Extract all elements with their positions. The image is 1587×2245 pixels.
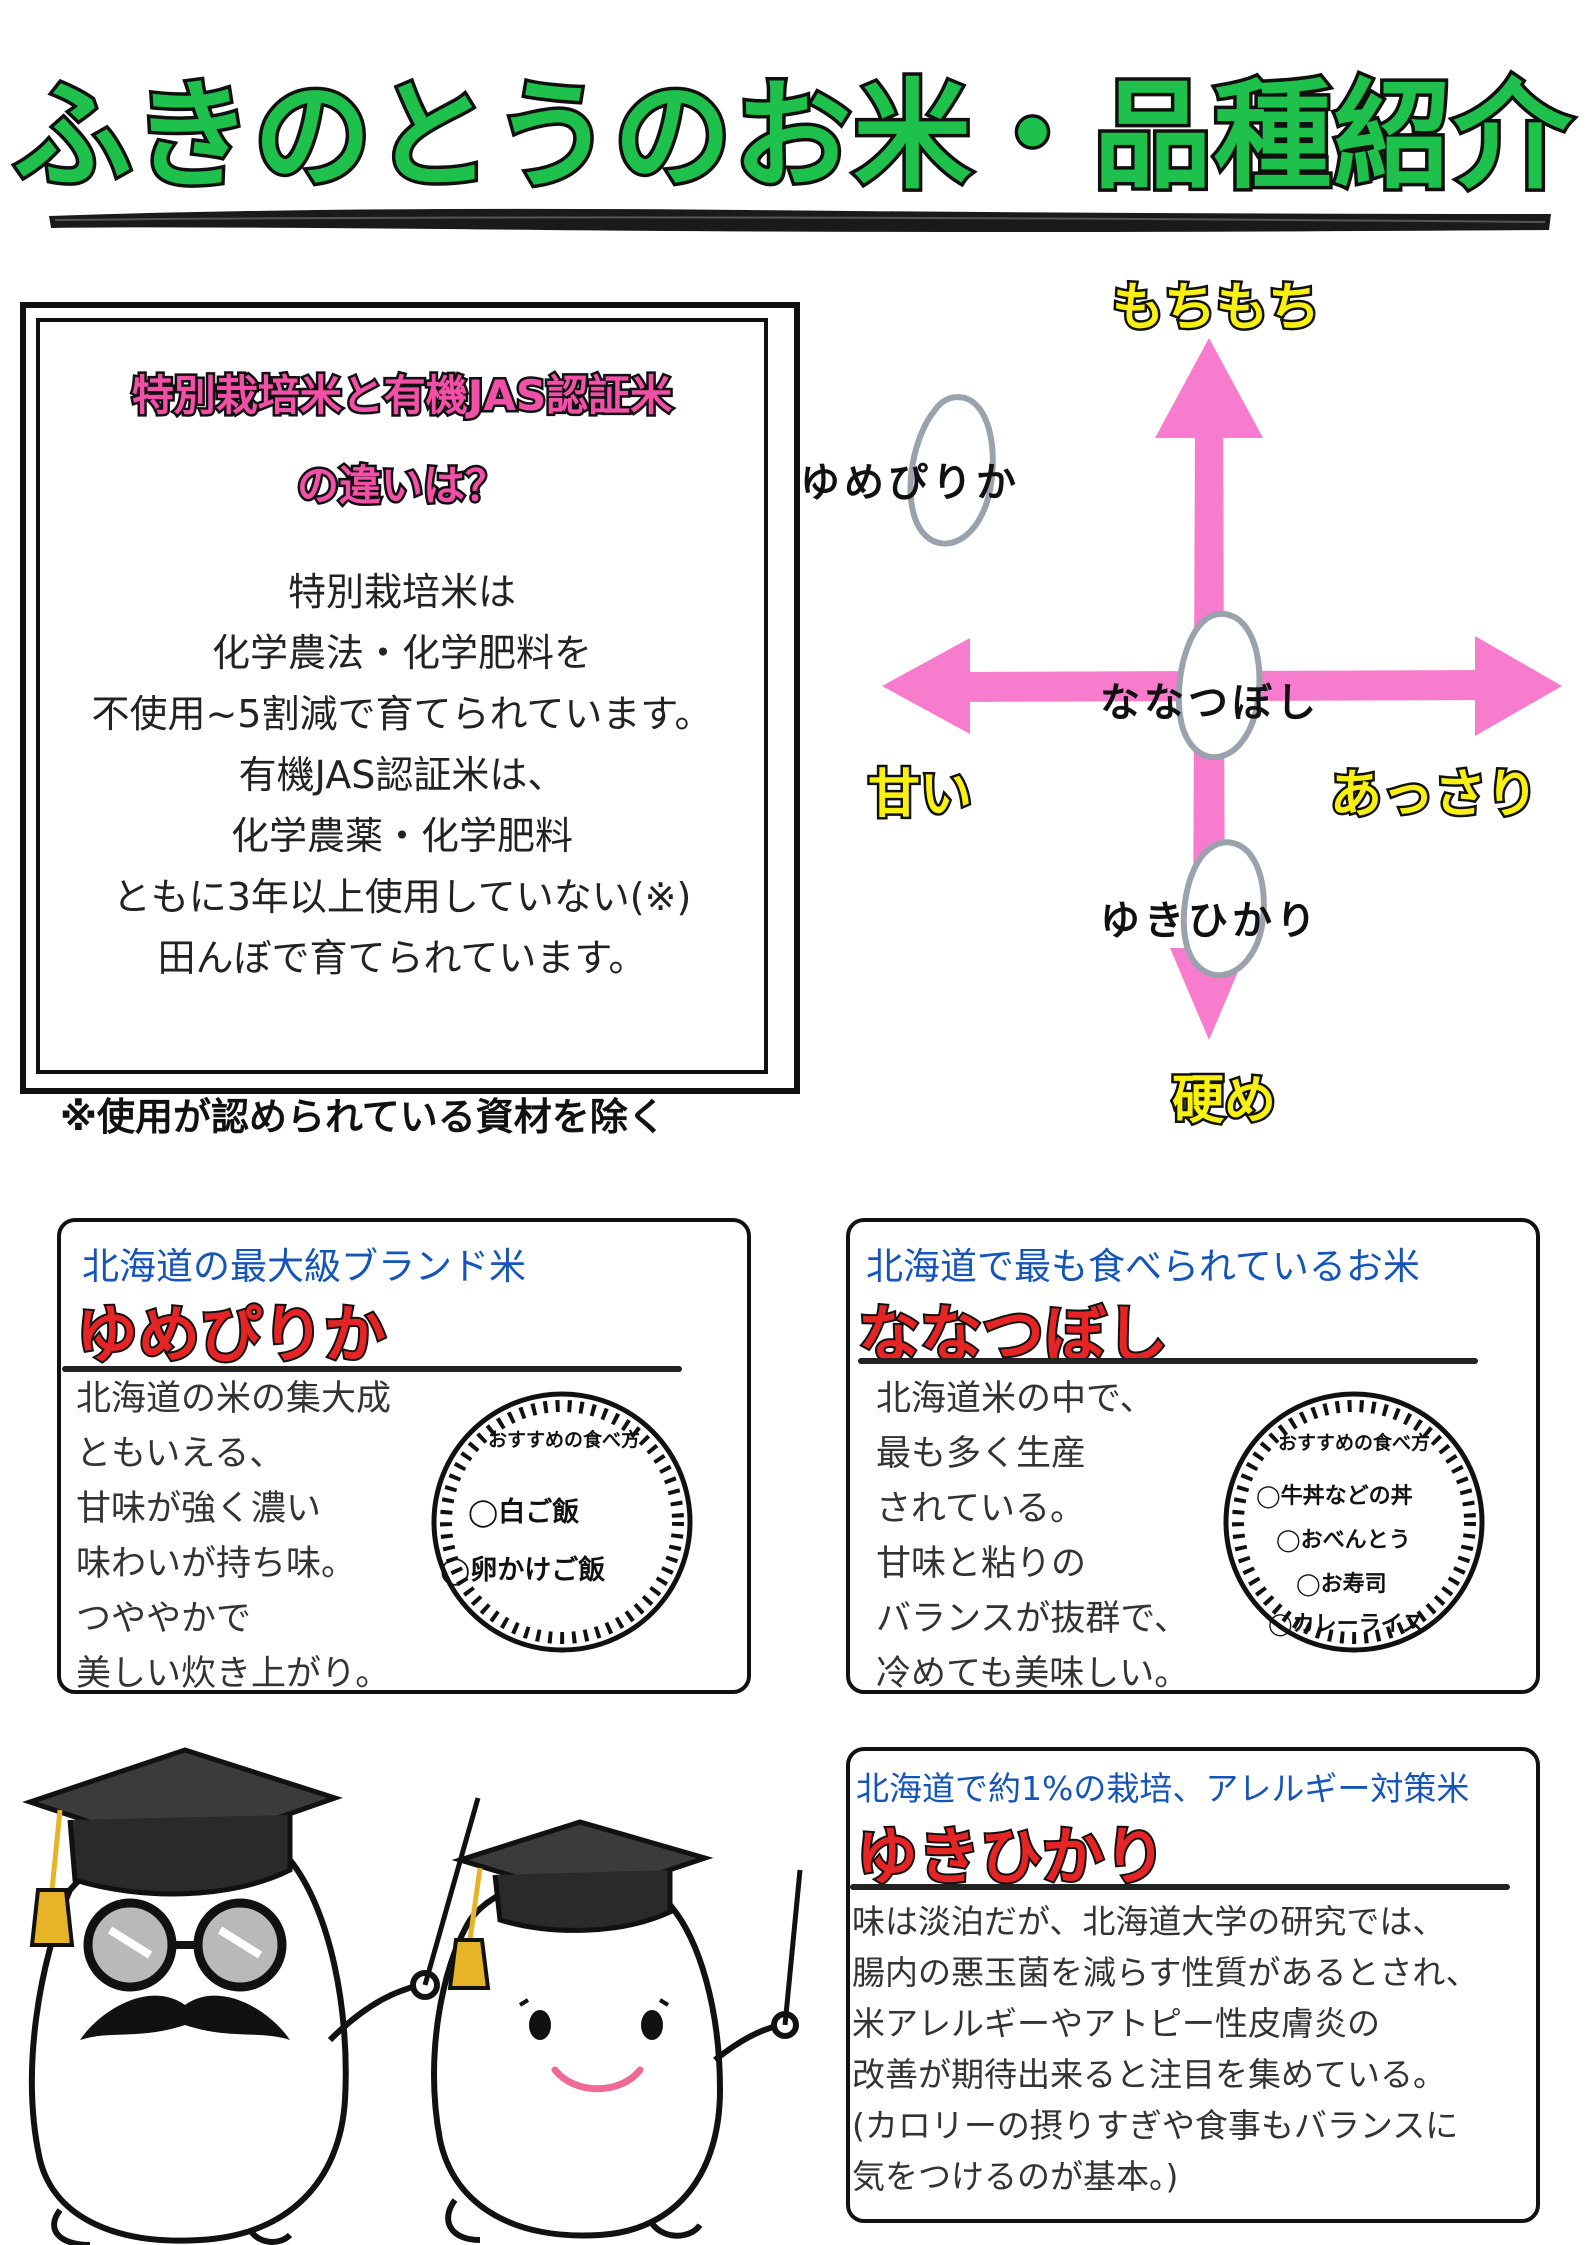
card-desc-line: 美しい炊き上がり。 (76, 1654, 391, 1694)
glasses-icon (83, 1898, 287, 1992)
info-body-line: ともに3年以上使用していない(※) (112, 875, 692, 919)
mustache-icon (80, 1995, 290, 2040)
card-desc-line: つややかで (76, 1599, 252, 1639)
recommendation-badge (1223, 1391, 1485, 1653)
card-desc-line: ともいえる、 (76, 1434, 285, 1474)
taste-axis-chart (882, 338, 1562, 1040)
pointer-stick (422, 1797, 481, 1986)
page-title: ふきのとうのお米・品種紹介 (10, 64, 1575, 209)
card-subtitle: 北海道の最大級ブランド米 (82, 1245, 526, 1288)
badge-title: おすすめの食べ方 (1278, 1432, 1431, 1454)
professor-mascot (28, 1830, 440, 2245)
student-mascot (431, 1873, 799, 2243)
info-body-line: 化学農法・化学肥料を (211, 631, 592, 675)
card-subtitle: 北海道で最も食べられているお米 (866, 1245, 1420, 1288)
left-arrow-head (882, 638, 970, 734)
info-box-outer-frame (20, 302, 800, 1094)
rice-grain-icon (1180, 839, 1267, 979)
recommendation-badge (431, 1391, 693, 1653)
card-description: 北海道米の中で、 最も多く生産 されている。 甘味と粘りの バランスが抜群で、 … (876, 1372, 1189, 1702)
title-underline (49, 208, 1551, 232)
variety-label-yumepirika: ゆめぴりか (800, 460, 1020, 506)
variety-label-nanatsuboshi: ななつぼし (1100, 680, 1320, 726)
right-arrow-head (1475, 636, 1562, 736)
up-arrow-head (1155, 338, 1263, 438)
badge-title: おすすめの食べ方 (488, 1429, 641, 1451)
rice-mascot-illustration (22, 1747, 803, 2245)
badge-item: ◯おべんとう (1276, 1528, 1411, 1553)
rice-grain-icon (1175, 610, 1263, 761)
card-desc-line: 味わいが持ち味。 (76, 1544, 357, 1584)
card-desc-line: 味は淡泊だが、北海道大学の研究では、 (852, 1902, 1446, 1941)
footnote: ※使用が認められている資材を除く (60, 1095, 666, 1139)
card-variety-name: ゆめぴりか (74, 1296, 388, 1373)
axis-label-left: 甘い (865, 763, 974, 828)
variety-card-nanatsuboshi (846, 1218, 1540, 1694)
card-divider (62, 1366, 682, 1372)
card-desc-line: 北海道の米の集大成 (76, 1379, 392, 1419)
card-variety-name: ゆきひかり (854, 1818, 1168, 1895)
axis-label-top: もちもち (1109, 276, 1322, 341)
pointer-stick (782, 1869, 803, 2026)
card-description: 味は淡泊だが、北海道大学の研究では、 腸内の悪玉菌を減らす性質があるとされ、 米… (852, 1896, 1479, 2202)
info-body-line: 化学農薬・化学肥料 (230, 814, 573, 858)
info-body-line: 不使用~5割減で育てられています。 (91, 692, 713, 736)
card-desc-line: 腸内の悪玉菌を減らす性質があるとされ、 (852, 1953, 1479, 1992)
badge-item: ◯牛丼などの丼 (1256, 1484, 1413, 1509)
card-divider (850, 1884, 1510, 1890)
axis-label-bottom: 硬め (1169, 1069, 1278, 1134)
card-desc-line: (カロリーの摂りすぎや食事もバランスに (852, 2106, 1459, 2145)
info-body-line: 特別栽培米は (287, 570, 516, 614)
variety-card-yukihikari (846, 1747, 1540, 2223)
variety-label-yukihikari: ゆきひかり (1100, 898, 1320, 944)
card-desc-line: されている。 (876, 1489, 1085, 1529)
axis-label-right: あっさり (1327, 763, 1540, 828)
card-desc-line: 冷めても美味しい。 (876, 1654, 1190, 1694)
info-body: 特別栽培米は 化学農法・化学肥料を 不使用~5割減で育てられています。 有機JA… (40, 562, 764, 989)
info-body-line: 有機JAS認証米は、 (238, 753, 566, 797)
info-heading-line1: 特別栽培米と有機JAS認証米 (129, 369, 674, 423)
card-desc-line: バランスが抜群で、 (876, 1599, 1189, 1639)
card-desc-line: 最も多く生産 (876, 1434, 1087, 1474)
card-desc-line: 気をつけるのが基本。) (852, 2157, 1179, 2196)
info-box-inner-frame (36, 318, 768, 1074)
variety-card-yumepirika (57, 1218, 751, 1694)
graduation-cap-icon (22, 1747, 343, 1947)
card-desc-line: 米アレルギーやアトピー性皮膚炎の (852, 2004, 1380, 2043)
card-desc-line: 甘味と粘りの (876, 1544, 1087, 1584)
card-desc-line: 甘味が強く濃い (76, 1489, 322, 1529)
card-divider (858, 1358, 1478, 1364)
info-body-line: 田んぼで育てられています。 (157, 936, 647, 980)
graduation-cap-icon (447, 1819, 714, 1990)
rice-grain-icon (907, 394, 996, 547)
card-desc-line: 北海道米の中で、 (876, 1379, 1155, 1419)
badge-item: ◯卵かけご飯 (440, 1555, 606, 1586)
face-icon (518, 1998, 670, 2093)
info-heading-line2: の違いは？ (294, 459, 509, 513)
card-description: 北海道の米の集大成 ともいえる、 甘味が強く濃い 味わいが持ち味。 つややかで … (76, 1372, 391, 1702)
card-desc-line: 改善が期待出来ると注目を集めている。 (852, 2055, 1446, 2094)
badge-item: ◯白ご飯 (468, 1497, 580, 1528)
card-subtitle: 北海道で約1%の栽培、アレルギー対策米 (856, 1769, 1470, 1808)
badge-item: ◯お寿司 (1296, 1572, 1387, 1597)
badge-item: ◯カレーライス (1268, 1612, 1424, 1637)
